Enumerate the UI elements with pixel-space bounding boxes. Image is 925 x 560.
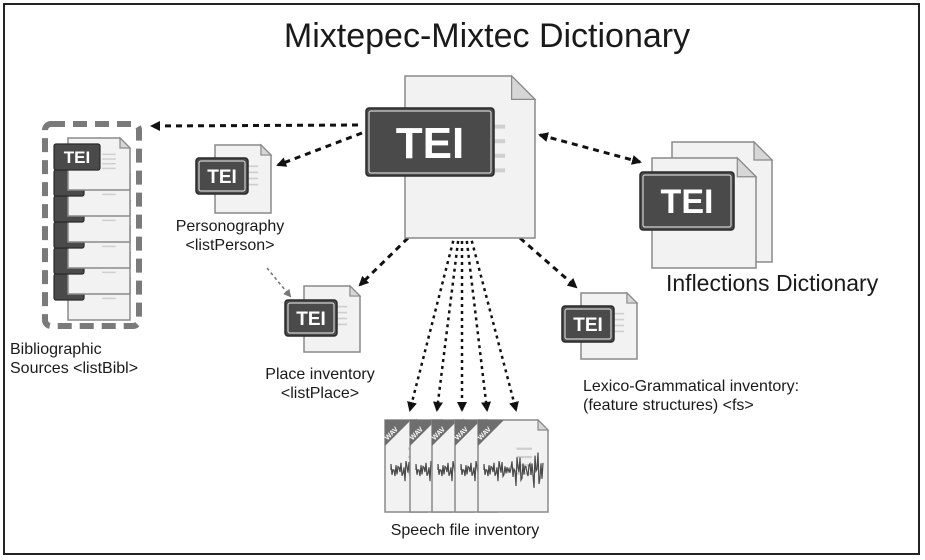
bibliography-stack: TEI [53, 136, 132, 321]
lexico-grammatical-label: Lexico-Grammatical inventory: (feature s… [583, 377, 799, 415]
diagram-frame [3, 3, 920, 555]
arrow-to-wav-2 [433, 233, 461, 412]
personography-line2: <listPerson> [185, 237, 275, 255]
inflections-tei-doc: TEI [639, 156, 758, 269]
arrow-to-bibliography [150, 120, 359, 131]
arrow-to-wav-5 [468, 233, 519, 412]
inflections-dictionary-label: Inflections Dictionary [666, 270, 879, 296]
bibliographic-sources-label: Bibliographic Sources <listBibl> [10, 340, 138, 378]
lexico-line1: Lexico-Grammatical inventory: [583, 378, 800, 395]
personography-doc: TEI [195, 143, 273, 214]
tei-badge-text: TEI [64, 148, 90, 167]
place-inventory-label: Place inventory <listPlace> [240, 365, 400, 403]
place-line2: <listPlace> [280, 385, 360, 403]
place-line1: Place inventory [265, 366, 375, 383]
diagram-title: Mixtepec-Mixtec Dictionary [283, 17, 691, 55]
place-inventory-doc: TEI [284, 284, 362, 353]
tei-badge-text: TEI [207, 167, 237, 188]
bibliography-dashed-box [42, 121, 142, 329]
arrow-to-wav-4 [464, 233, 492, 412]
bibliographic-line2: Sources <listBibl> [10, 360, 139, 378]
arrow-to-personography [276, 131, 363, 167]
tei-badge-text: TEI [296, 309, 326, 330]
arrow-to-wav-1 [407, 233, 457, 412]
arrow-to-place [358, 236, 410, 287]
tei-badge-text: TEI [573, 315, 603, 336]
tei-badge-text: TEI [396, 119, 464, 168]
bibliographic-line1: Bibliographic [10, 341, 102, 358]
main-dictionary-doc: TEI [365, 74, 537, 239]
arrow-to-lexico [519, 236, 578, 289]
arrow-inflections-link [538, 132, 642, 165]
lexico-line2: (feature structures) <fs> [583, 397, 754, 415]
lexico-grammatical-doc: TEI [561, 291, 639, 360]
personography-label: Personography <listPerson> [150, 217, 310, 255]
personography-line1: Personography [175, 218, 285, 235]
speech-file-inventory-label: Speech file inventory [390, 522, 540, 539]
arrow-person-to-place [266, 267, 292, 298]
tei-badge-text: TEI [661, 183, 714, 221]
